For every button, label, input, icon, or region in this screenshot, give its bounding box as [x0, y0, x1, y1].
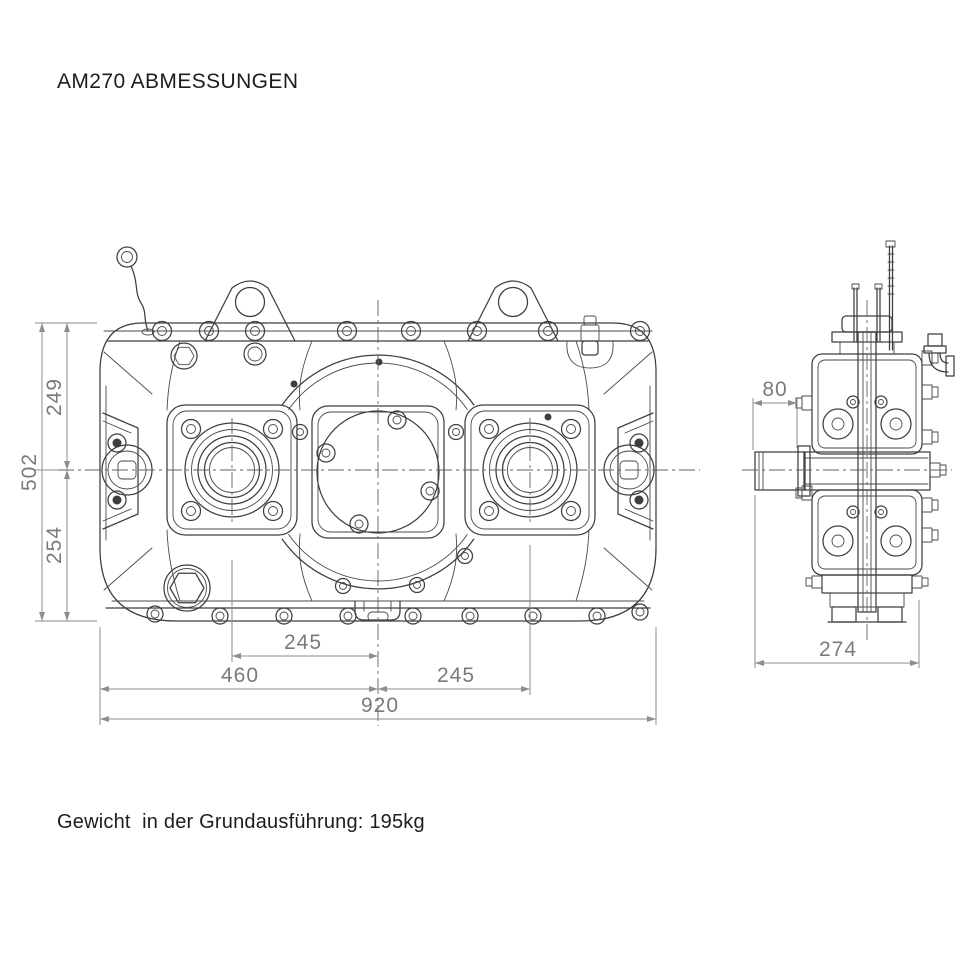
weight-note: Gewicht in der Grundausführung: 195kg: [57, 811, 425, 833]
output-shaft: [754, 445, 811, 497]
breather-plug: [566, 315, 614, 369]
dimension-lines: [35, 322, 920, 725]
top-rods: [851, 240, 896, 351]
side-view-drawing: [754, 240, 955, 623]
dim-overall-depth: 274: [819, 638, 857, 661]
dim-top-height: 249: [43, 378, 66, 416]
bottom-flange-bolts: [146, 603, 649, 625]
page-title: AM270 ABMESSUNGEN: [57, 70, 299, 93]
dim-overall-width: 920: [361, 694, 399, 717]
top-flange-bolts: [151, 320, 651, 342]
right-side-pad: [603, 412, 655, 530]
centerlines: [58, 300, 952, 726]
dim-center-to-right-bearing: 245: [437, 664, 475, 687]
lifting-lug-right: [467, 280, 559, 342]
dim-left-bearing-to-center: 245: [284, 631, 322, 654]
drain-plug: [163, 564, 211, 612]
dipstick-ring: [116, 246, 155, 336]
dim-left-edge-to-center: 460: [221, 664, 259, 687]
dim-shaft-protrusion: 80: [762, 378, 787, 401]
bottom-bracket: [354, 600, 401, 622]
left-side-pad: [101, 412, 153, 530]
dimension-labels: 502 249 254 245 460 245 920 80 274: [18, 378, 857, 717]
dim-overall-height: 502: [18, 453, 41, 491]
dim-bottom-height: 254: [43, 526, 66, 564]
lifting-lug-left: [204, 280, 296, 342]
elbow-fitting: [923, 333, 955, 377]
